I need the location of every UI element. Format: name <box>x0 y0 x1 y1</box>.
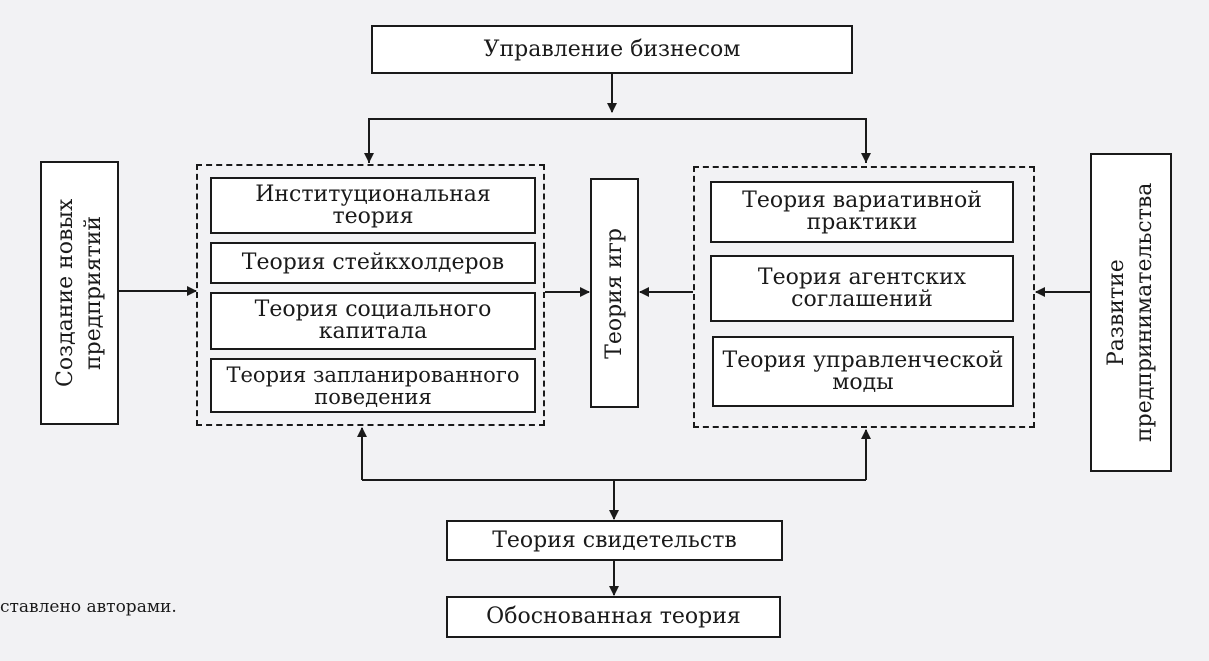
business-management-box: Управление бизнесом <box>371 25 853 74</box>
right-theory-item: Теория вариативной практики <box>710 181 1014 243</box>
entrepreneurship-box: Развитие предпринимательства <box>1090 153 1172 472</box>
left-theory-item-label: Теория социального капитала <box>254 297 492 344</box>
left-theory-item-label: Теория стейкхолдеров <box>241 250 505 275</box>
new-ventures-label: Создание новых предприятий <box>52 198 106 388</box>
new-ventures-box: Создание новых предприятий <box>40 161 119 425</box>
left-theory-item: Институциональная теория <box>210 177 536 234</box>
left-theory-item: Теория стейкхолдеров <box>210 242 536 284</box>
source-caption: ставлено авторами. <box>0 597 177 617</box>
left-theory-group <box>196 164 545 426</box>
grounded-theory-box: Обоснованная теория <box>446 596 781 638</box>
right-theory-item: Теория агентских соглашений <box>710 255 1014 322</box>
branch-top <box>368 118 867 163</box>
evidence-theory-box: Теория свидетельств <box>446 520 783 561</box>
left-theory-item-label: Институциональная теория <box>255 181 491 229</box>
evidence-theory-label: Теория свидетельств <box>492 527 737 553</box>
right-theory-item-label: Теория управленческой моды <box>722 347 1004 395</box>
game-theory-label: Теория игр <box>601 227 627 359</box>
right-theory-item-label: Теория агентских соглашений <box>757 264 967 312</box>
right-theory-item-label: Теория вариативной практики <box>742 188 982 235</box>
game-theory-box: Теория игр <box>590 178 639 408</box>
left-theory-item-label: Теория запланированного поведения <box>226 362 520 409</box>
right-theory-item: Теория управленческой моды <box>712 336 1014 407</box>
entrepreneurship-label: Развитие предпринимательства <box>1104 182 1157 443</box>
left-theory-item: Теория запланированного поведения <box>210 358 536 413</box>
right-theory-group <box>693 166 1035 428</box>
business-management-label: Управление бизнесом <box>483 36 741 62</box>
grounded-theory-label: Обоснованная теория <box>486 604 741 629</box>
left-theory-item: Теория социального капитала <box>210 292 536 350</box>
